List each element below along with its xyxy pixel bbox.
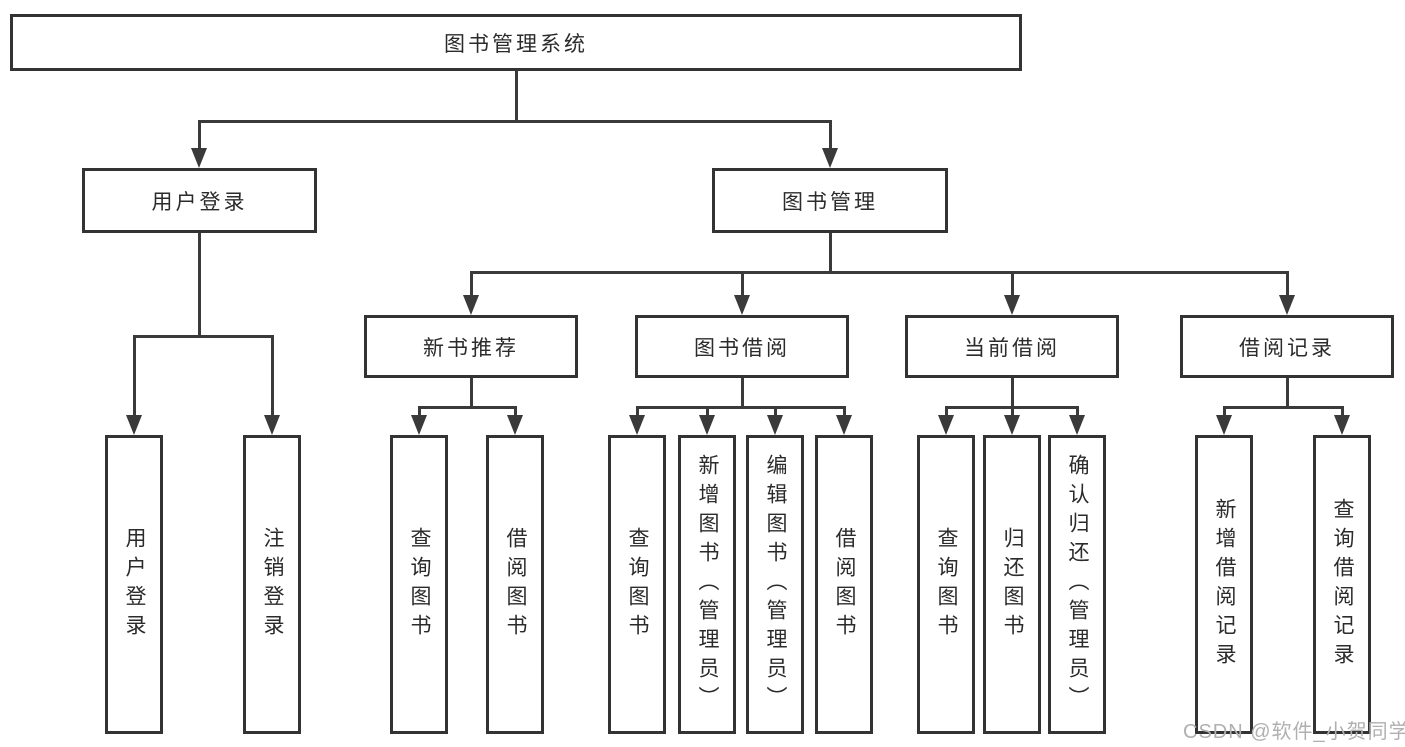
node-root: 图书管理系统 [10,14,1022,71]
connector-line [197,120,832,123]
leaf-logout-label: 注销登录 [261,526,284,643]
leaf-edit-books-admin-label: 编辑图书（管理员） [764,454,787,715]
node-user-login-branch: 用户登录 [82,168,317,233]
leaf-add-books-admin: 新增图书（管理员） [678,435,736,734]
arrow-down-icon [734,295,750,315]
connector-line [132,335,274,338]
leaf-confirm-return-admin: 确认归还（管理员） [1048,435,1106,734]
leaf-logout: 注销登录 [243,435,301,734]
leaf-user-login-label: 用户登录 [123,526,146,643]
connector-line [417,406,421,418]
arrow-down-icon [1279,295,1295,315]
connector-line [514,70,518,122]
arrow-down-icon [191,148,207,168]
node-root-label: 图书管理系统 [444,32,588,56]
connector-line [1340,406,1344,418]
leaf-add-borrow-record-label: 新增借阅记录 [1213,497,1236,672]
connector-line [773,406,777,418]
arrow-down-icon [822,148,838,168]
connector-line [132,335,136,418]
node-book-management-branch-label: 图书管理 [782,190,878,214]
connector-line [270,335,274,418]
connector-line [1010,406,1014,418]
leaf-query-books-3-label: 查询图书 [935,526,958,643]
connector-line [1075,406,1079,418]
arrow-down-icon [1004,415,1020,435]
connector-line [635,406,846,409]
connector-line [1222,406,1226,418]
connector-line [828,233,832,274]
connector-line [1010,378,1014,408]
connector-line [1222,406,1344,409]
leaf-query-books-1: 查询图书 [390,435,448,734]
arrow-down-icon [264,415,280,435]
csdn-watermark: CSDN @软件_小贺同学 [1183,721,1405,743]
node-borrow-records: 借阅记录 [1180,315,1394,378]
connector-line [469,271,473,297]
arrow-down-icon [411,415,427,435]
connector-line [469,378,473,408]
leaf-borrow-books-1-label: 借阅图书 [504,526,527,643]
arrow-down-icon [1004,295,1020,315]
connector-line [842,406,846,418]
leaf-edit-books-admin: 编辑图书（管理员） [746,435,804,734]
arrow-down-icon [1216,415,1232,435]
node-current-borrow-label: 当前借阅 [964,336,1060,360]
arrow-down-icon [126,415,142,435]
node-new-book-recommend: 新书推荐 [364,315,578,378]
connector-line [197,120,201,152]
arrow-down-icon [463,295,479,315]
connector-line [197,233,201,337]
connector-line [469,271,1289,274]
leaf-borrow-books-2: 借阅图书 [815,435,873,734]
connector-line [513,406,517,418]
leaf-return-books: 归还图书 [983,435,1041,734]
arrow-down-icon [767,415,783,435]
connector-line [740,378,744,408]
connector-line [705,406,709,418]
connector-line [740,271,744,297]
leaf-borrow-books-2-label: 借阅图书 [833,526,856,643]
leaf-query-borrow-record-label: 查询借阅记录 [1331,497,1354,672]
node-book-borrow: 图书借阅 [635,315,849,378]
leaf-confirm-return-admin-label: 确认归还（管理员） [1066,454,1089,715]
arrow-down-icon [507,415,523,435]
connector-line [635,406,639,418]
leaf-borrow-books-1: 借阅图书 [486,435,544,734]
node-borrow-records-label: 借阅记录 [1239,336,1335,360]
connector-line [944,406,948,418]
connector-line [1010,271,1014,297]
leaf-query-books-1-label: 查询图书 [408,526,431,643]
leaf-add-borrow-record: 新增借阅记录 [1195,435,1253,734]
leaf-query-books-2-label: 查询图书 [626,526,649,643]
arrow-down-icon [836,415,852,435]
node-current-borrow: 当前借阅 [905,315,1119,378]
node-book-borrow-label: 图书借阅 [694,336,790,360]
leaf-query-borrow-record: 查询借阅记录 [1313,435,1371,734]
connector-line [417,406,517,409]
arrow-down-icon [938,415,954,435]
node-new-book-recommend-label: 新书推荐 [423,336,519,360]
leaf-add-books-admin-label: 新增图书（管理员） [696,454,719,715]
leaf-query-books-3: 查询图书 [917,435,975,734]
leaf-user-login: 用户登录 [105,435,163,734]
arrow-down-icon [629,415,645,435]
connector-line [1285,271,1289,297]
leaf-return-books-label: 归还图书 [1001,526,1024,643]
arrow-down-icon [699,415,715,435]
arrow-down-icon [1069,415,1085,435]
node-user-login-branch-label: 用户登录 [151,190,248,214]
leaf-query-books-2: 查询图书 [608,435,666,734]
connector-line [828,120,832,152]
node-book-management-branch: 图书管理 [712,168,948,233]
arrow-down-icon [1334,415,1350,435]
connector-line [1285,378,1289,408]
